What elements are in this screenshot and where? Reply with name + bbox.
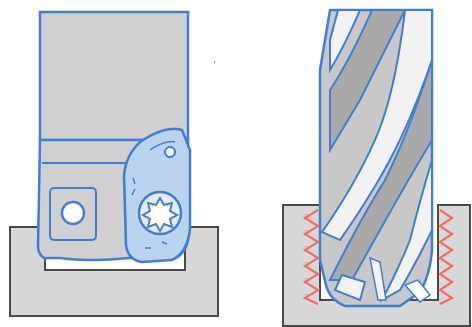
chatter-right-wall bbox=[438, 209, 455, 305]
flute-dark-2 bbox=[328, 59, 433, 281]
flute-light-1 bbox=[329, 9, 362, 74]
insert-small-hole bbox=[164, 146, 176, 158]
solid-helical-end-mill-icon bbox=[318, 8, 434, 308]
flute-light-3 bbox=[379, 159, 433, 303]
flute-dark-1 bbox=[329, 9, 407, 154]
chatter-left-wall bbox=[302, 209, 321, 305]
flute-light-2 bbox=[320, 9, 433, 242]
left-tool-shank bbox=[38, 10, 190, 142]
indexable-insert-end-mill-icon bbox=[36, 10, 192, 264]
left-screw-hole bbox=[60, 200, 86, 226]
chatter-zigzag-icon bbox=[302, 209, 455, 305]
